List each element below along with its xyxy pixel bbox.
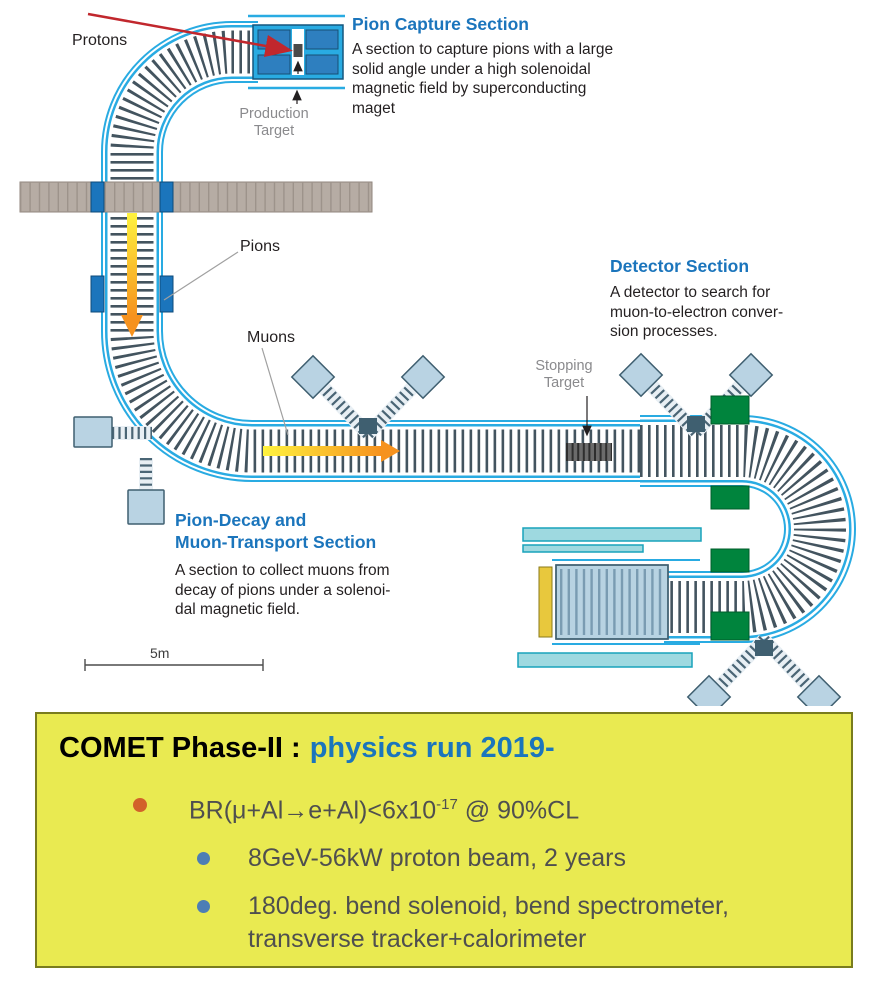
pion-capture-description: A section to capture pions with a large …: [352, 41, 614, 117]
blue-bullet-icon: [197, 852, 210, 865]
bullet-proton-beam: 8GeV-56kW proton beam, 2 years: [197, 842, 626, 875]
service-port-left: [73, 416, 152, 448]
service-port-bottom: [127, 458, 165, 525]
stopping-target-label: Stopping Target: [535, 358, 593, 391]
muon-transport-description: A section to collect muons from decay of…: [175, 562, 391, 618]
muons-label: Muons: [247, 329, 296, 346]
pion-capture-solenoid: [248, 14, 345, 90]
muons-pointer-line: [261, 347, 289, 436]
detector-section-description: A detector to search for muon-to-electro…: [610, 284, 784, 340]
muon-flow-arrow: [263, 440, 400, 462]
protons-label: Protons: [72, 32, 128, 49]
proton-beam-arrow: [87, 12, 293, 58]
pion-flow-arrow: [121, 213, 143, 337]
scale-bar: [84, 659, 264, 671]
info-panel: COMET Phase-II :physics run 2019- BR(μ+A…: [35, 712, 853, 968]
wall-collar-right: [159, 181, 174, 213]
shield-bar-bottom: [517, 652, 693, 668]
bullet-branching-ratio: BR(μ+Al→e+Al)<6x10-17 @ 90%CL: [133, 788, 579, 827]
calorimeter-bar: [538, 566, 553, 638]
muon-transport-title: Pion-Decay and Muon-Transport Section: [175, 510, 377, 552]
beam-monitor-bottom-right: [688, 640, 840, 706]
production-target-label: Production Target: [239, 106, 309, 139]
bullet-spectrometer: 180deg. bend solenoid, bend spectrometer…: [197, 890, 729, 956]
stopping-target: [566, 443, 612, 461]
shield-bar-top: [522, 527, 702, 542]
panel-title-black: COMET Phase-II :: [59, 732, 301, 764]
bend-matching-blocks: [710, 395, 750, 641]
magnet-collar-left: [90, 275, 105, 313]
blue-bullet-icon: [197, 900, 210, 913]
spectrometer-text: 180deg. bend solenoid, bend spectrometer…: [248, 892, 729, 953]
pion-capture-title: Pion Capture Section: [352, 14, 529, 34]
branching-ratio-text: BR(μ+Al→e+Al)<6x10-17 @ 90%CL: [189, 796, 580, 825]
orange-bullet-icon: [133, 798, 147, 812]
detector-solenoid-channel: [640, 415, 856, 643]
scale-label: 5m: [150, 645, 170, 661]
wall-collar-left: [90, 181, 105, 213]
shield-bar-top-inner: [522, 544, 644, 553]
production-target: [293, 44, 303, 57]
panel-title: COMET Phase-II :physics run 2019-: [59, 732, 555, 765]
detector-spectrometer: [538, 559, 700, 645]
proton-beam-text: 8GeV-56kW proton beam, 2 years: [248, 844, 626, 872]
beamline-diagram: [19, 12, 856, 706]
shield-wall: [19, 181, 373, 213]
detector-section-title: Detector Section: [610, 256, 750, 276]
pions-label: Pions: [240, 238, 281, 255]
panel-title-blue: physics run 2019-: [309, 732, 555, 764]
magnet-collar-right: [159, 275, 174, 313]
pions-pointer-line: [163, 251, 239, 301]
